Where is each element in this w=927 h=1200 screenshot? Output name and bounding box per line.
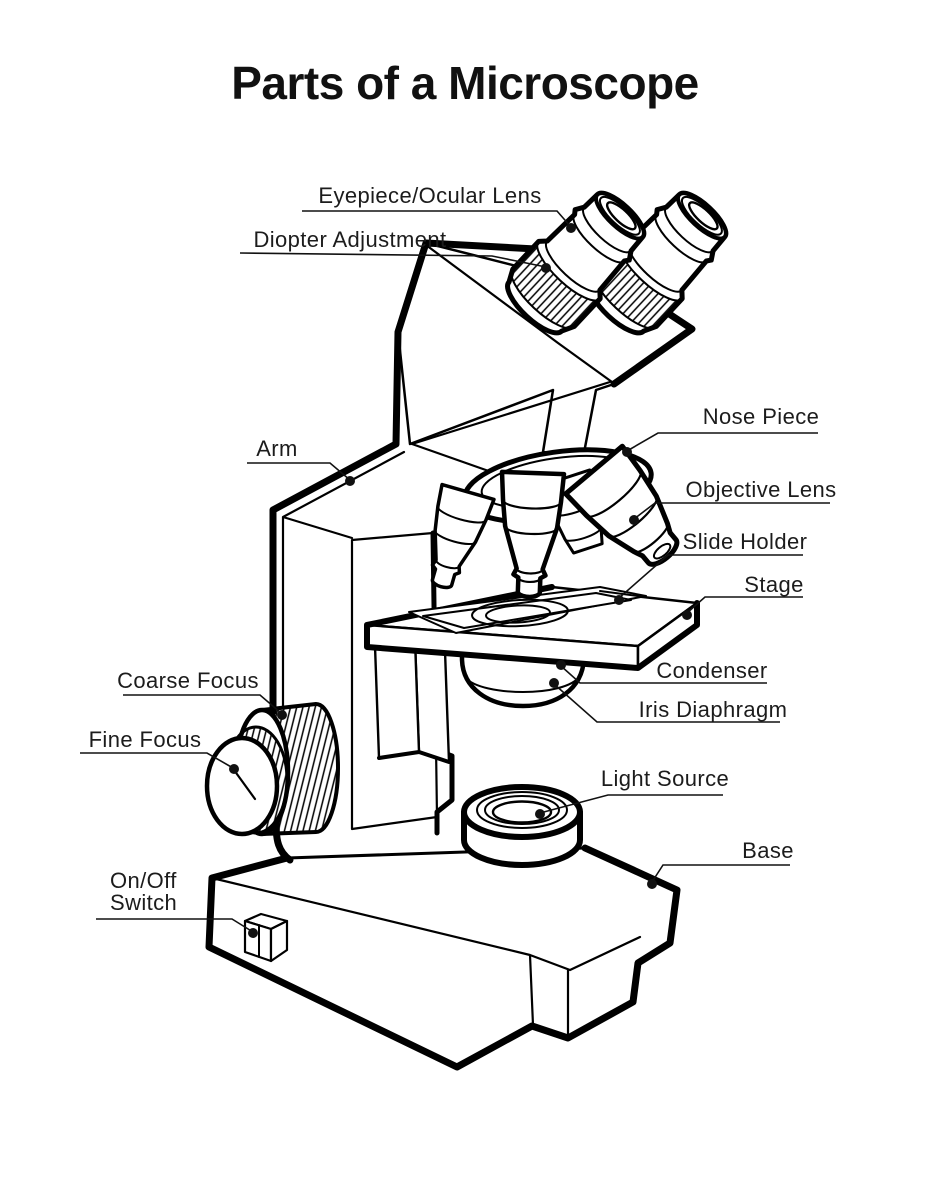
- label-objective-lens: Objective Lens: [685, 477, 836, 502]
- leader-fine-focus: [80, 752, 239, 774]
- objective-front: [499, 469, 567, 600]
- leader-iris: [549, 678, 780, 723]
- label-slide-holder: Slide Holder: [683, 529, 808, 554]
- part-labels: Eyepiece/Ocular Lens Diopter Adjustment …: [89, 183, 837, 915]
- stage-bracket-shape: [373, 638, 451, 764]
- leader-base: [647, 864, 790, 889]
- label-coarse-focus: Coarse Focus: [117, 668, 259, 693]
- label-eyepiece-ocular-lens: Eyepiece/Ocular Lens: [318, 183, 541, 208]
- switch-shape: [243, 912, 289, 963]
- label-fine-focus: Fine Focus: [89, 727, 202, 752]
- label-nose-piece: Nose Piece: [703, 404, 820, 429]
- label-condenser: Condenser: [656, 658, 767, 683]
- leader-slide-holder: [614, 554, 803, 605]
- fine-focus-face: [204, 735, 280, 837]
- objective-lenses-shape: [430, 443, 680, 600]
- leader-objective: [629, 502, 830, 525]
- label-on-off-switch-line1: On/Off: [110, 868, 177, 893]
- label-diopter-adjustment: Diopter Adjustment: [253, 227, 446, 252]
- label-on-off-switch-line2: Switch: [110, 890, 177, 915]
- leader-eyepiece: [302, 210, 576, 233]
- stage-shape: [364, 584, 700, 671]
- leader-nose-piece: [622, 432, 818, 457]
- leader-lines: [80, 210, 830, 938]
- light-source-shape: [461, 784, 583, 868]
- leader-light-source: [535, 794, 723, 819]
- leader-switch: [96, 918, 258, 938]
- label-stage: Stage: [744, 572, 804, 597]
- label-light-source: Light Source: [601, 766, 729, 791]
- focus-knobs-shape: [204, 702, 340, 837]
- leader-stage: [682, 596, 803, 620]
- label-arm: Arm: [256, 436, 298, 461]
- microscope-drawing: [204, 179, 740, 1071]
- label-base: Base: [742, 838, 794, 863]
- leader-diopter: [239, 252, 551, 273]
- page-title: Parts of a Microscope: [231, 57, 699, 109]
- leader-arm: [247, 462, 355, 486]
- objective-rear: [430, 482, 496, 590]
- label-iris-diaphragm: Iris Diaphragm: [639, 697, 788, 722]
- leader-coarse-focus: [123, 694, 287, 720]
- base-shape: [205, 844, 681, 1071]
- leader-condenser: [556, 660, 767, 684]
- objective-right: [563, 443, 680, 567]
